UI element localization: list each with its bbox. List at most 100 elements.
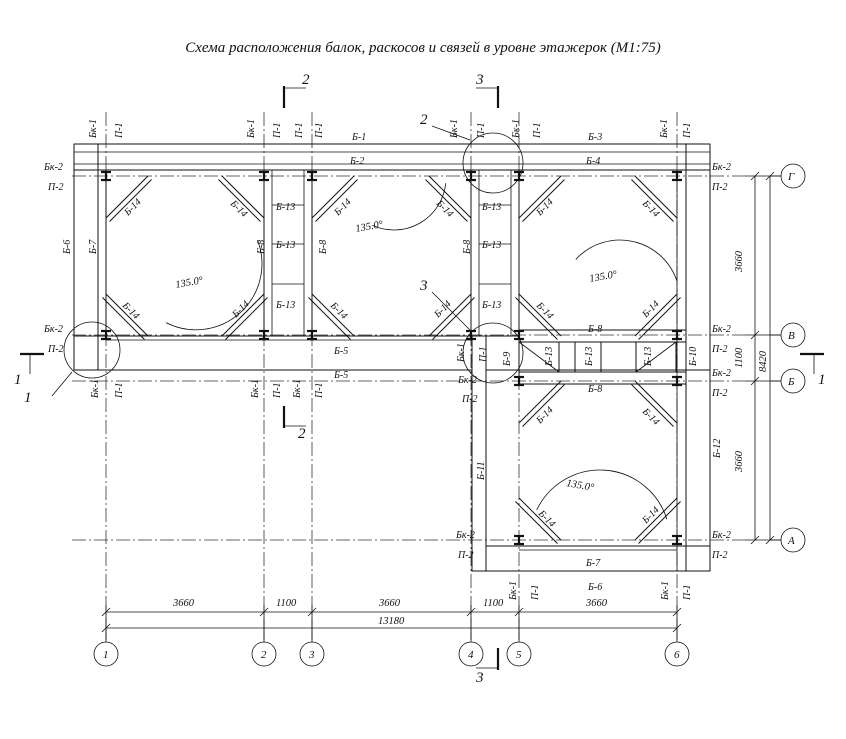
beam-b8-bottom — [518, 371, 687, 385]
right-bk2-1: Бк-2 — [711, 162, 731, 173]
top-p1-1: П-1 — [272, 122, 283, 139]
brace-5 — [105, 293, 149, 337]
brace-14-b — [631, 384, 674, 427]
label-b14-13: Б-14 — [639, 406, 661, 428]
brace-2 — [221, 175, 265, 219]
brace-4-b — [425, 179, 468, 222]
label-b14-1: Б-14 — [227, 198, 249, 220]
axis-label-В: В — [788, 330, 795, 342]
section-label-3-top: 3 — [475, 72, 484, 88]
label-b6-left: Б-6 — [62, 240, 73, 255]
dim-slash-4 — [514, 607, 524, 617]
brace-6 — [221, 293, 265, 337]
brace-7 — [311, 293, 355, 337]
label-b13-4: Б-13 — [481, 240, 501, 251]
label-b2: Б-2 — [349, 156, 364, 167]
beam-b7 — [97, 169, 107, 337]
axis-label-4: 4 — [468, 649, 474, 661]
label-b5-a: Б-5 — [333, 346, 348, 357]
brace-16-b — [638, 501, 681, 544]
section-label-3-bottom: 3 — [475, 670, 484, 686]
inner-bk2-b: Бк-2 — [457, 375, 477, 386]
brace-diag-c — [635, 341, 677, 373]
brace-9 — [518, 175, 562, 219]
top-p1-3: П-1 — [476, 122, 487, 139]
beam-b8-bay-4-5 — [470, 169, 520, 337]
label-b14-0: Б-14 — [122, 197, 144, 219]
mid-bk1-0: Бк-1 — [90, 379, 101, 399]
brace-5-b — [102, 297, 145, 340]
angle-arc-4 — [536, 469, 668, 520]
rdim-slash-0 — [750, 171, 760, 181]
brace-3 — [311, 175, 355, 219]
brace-15-b — [515, 501, 558, 544]
angle-label-1: 135.0° — [175, 275, 205, 291]
mid-p1-2: П-1 — [314, 382, 325, 399]
top-p1-x: П-1 — [294, 122, 305, 139]
label-b14-11: Б-14 — [640, 299, 662, 321]
detail-label-1: 1 — [24, 390, 32, 406]
top-p1-5: П-1 — [682, 122, 693, 139]
dim-right-0: 3660 — [734, 250, 745, 273]
label-b14-4: Б-14 — [119, 300, 141, 322]
detail-label-2: 2 — [420, 112, 428, 128]
label-b14-14: Б-14 — [535, 508, 557, 530]
label-b14-3: Б-14 — [433, 198, 455, 220]
dim-right-total: 8420 — [758, 350, 769, 372]
brace-13-b — [522, 384, 565, 427]
brace-10-b — [631, 179, 674, 222]
right-bk2-4: Бк-2 — [711, 530, 731, 541]
brace-3-b — [315, 179, 358, 222]
section-label-2-bottom: 2 — [298, 426, 306, 442]
left-bk2-1: Бк-2 — [43, 162, 63, 173]
mid-bk1-x: Бк-1 — [292, 379, 303, 399]
brace-2-b — [218, 179, 261, 222]
label-b9: Б-9 — [502, 352, 513, 367]
label-b14-12: Б-14 — [534, 405, 556, 427]
right-p2-1: П-2 — [711, 182, 728, 193]
leader-3 — [431, 291, 471, 331]
label-b7-left: Б-7 — [88, 239, 99, 255]
bot-bk1-a: Бк-1 — [508, 581, 519, 601]
brace-8-b — [432, 297, 475, 340]
angle-label-4: 135.0° — [565, 478, 595, 494]
brace-15 — [518, 497, 562, 541]
top-bk1-4: Бк-1 — [659, 119, 670, 139]
axis-label-Б: Б — [787, 376, 795, 388]
right-p2-4: П-2 — [711, 550, 728, 561]
label-b8-e: Б-8 — [587, 384, 602, 395]
label-b13-v1: Б-13 — [544, 347, 555, 367]
brace-4 — [428, 175, 472, 219]
beam-b1-b3-contour — [73, 143, 711, 171]
top-p1-2: П-1 — [314, 122, 325, 139]
beam-b6-b7 — [485, 545, 711, 572]
brace-1-b — [109, 179, 152, 222]
top-p1-4: П-1 — [532, 122, 543, 139]
beam-b8-top — [518, 329, 687, 343]
dim-bottom-4: 3660 — [585, 598, 608, 609]
detail-circle-1 — [63, 321, 121, 379]
brace-8 — [428, 293, 472, 337]
drawing-title: Схема расположения балок, раскосов и свя… — [185, 40, 661, 56]
label-b13-v3: Б-13 — [643, 347, 654, 367]
brace-b13-a — [518, 341, 560, 373]
dim-bottom-0: 3660 — [172, 598, 195, 609]
leader-2 — [431, 125, 471, 141]
label-b3: Б-3 — [587, 132, 602, 143]
brace-16 — [634, 497, 678, 541]
dim-bottom-2: 3660 — [378, 598, 401, 609]
angle-label-3: 135.0° — [589, 269, 619, 285]
angle-label-2: 135.0° — [355, 219, 385, 235]
brace-11-b — [515, 297, 558, 340]
right-p2-2: П-2 — [711, 344, 728, 355]
detail-label-3: 3 — [419, 278, 428, 294]
inner-p2-b: П-2 — [461, 394, 478, 405]
mid-bk1-2: Бк-1 — [456, 343, 467, 363]
leader-1 — [51, 371, 73, 397]
top-bk1-2: Бк-1 — [449, 119, 460, 139]
detail-circle-2 — [462, 132, 524, 194]
label-b14-6: Б-14 — [327, 300, 349, 322]
top-p1-0: П-1 — [114, 122, 125, 139]
label-b5-b: Б-5 — [333, 370, 348, 381]
left-p2-1: П-2 — [47, 182, 64, 193]
